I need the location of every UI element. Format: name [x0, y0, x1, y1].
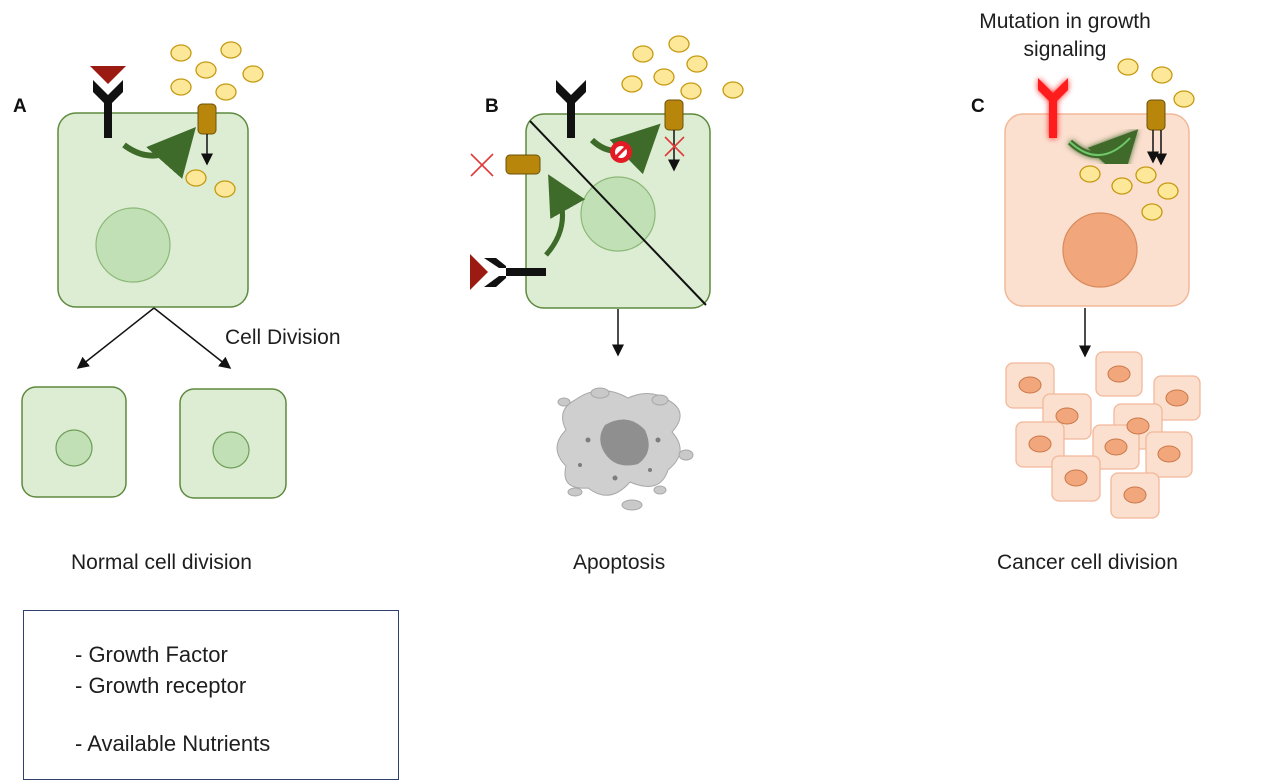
- legend-nutrients: - Available Nutrients: [75, 731, 271, 756]
- nutrient-channel-icon: [664, 99, 684, 131]
- cancer-cell-cluster: [1005, 351, 1201, 519]
- nutrient-channel-icon: [197, 103, 217, 135]
- division-arrow-right: [153, 307, 232, 369]
- caption-normal: Normal cell division: [71, 551, 252, 574]
- signal-arrow-icon: [122, 127, 196, 179]
- cancer-cell-nuclei: [1018, 365, 1189, 504]
- caption-apoptosis: Apoptosis: [573, 551, 666, 574]
- panel-letter-c: C: [971, 96, 985, 117]
- nutrients-outside: [1117, 58, 1195, 108]
- block-icon: [610, 141, 632, 163]
- growth-receptor-icon: [556, 80, 586, 138]
- legend-growth-factor: - Growth Factor: [75, 642, 228, 667]
- cancer-cell: [1004, 113, 1190, 307]
- apoptotic-cell-icon: [556, 387, 694, 511]
- mutation-title-line1: Mutation in growth: [979, 10, 1151, 33]
- panel-letter-a: A: [13, 96, 27, 117]
- cross-icon: [664, 136, 685, 157]
- strike-line: [529, 120, 707, 306]
- nutrients-inside: [185, 169, 236, 198]
- panel-a: [21, 41, 287, 499]
- nucleus: [212, 431, 250, 469]
- growth-receptor-icon: [93, 80, 123, 138]
- nucleus: [95, 207, 171, 283]
- normal-cell: [57, 112, 249, 308]
- legend-growth-receptor: - Growth receptor: [75, 673, 247, 698]
- division-arrow-left: [76, 307, 155, 369]
- caption-cancer: Cancer cell division: [997, 551, 1178, 574]
- growth-factor-icon: [470, 254, 488, 290]
- mutation-title-line2: signaling: [1023, 38, 1107, 61]
- cell-division-label: Cell Division: [225, 326, 341, 349]
- cancer-nucleus: [1062, 212, 1138, 288]
- signal-arrow-icon: [544, 174, 586, 257]
- nutrients-inside: [1079, 165, 1179, 221]
- growth-receptor-icon: [484, 258, 546, 287]
- nutrients-outside: [621, 35, 744, 100]
- nutrient-channel-icon: [505, 154, 541, 175]
- nutrient-channel-icon: [1146, 99, 1166, 131]
- panel-letter-b: B: [485, 96, 499, 117]
- growth-factor-icon: [90, 66, 126, 84]
- mutation-title: Mutation in growth signaling: [940, 8, 1190, 64]
- mutant-receptor-icon: [1038, 78, 1068, 138]
- legend-box: - Growth Factor - Growth receptor - Avai…: [23, 610, 399, 780]
- cross-icon: [470, 153, 494, 177]
- nucleus: [55, 429, 93, 467]
- nutrients-outside: [170, 41, 264, 101]
- panel-c: [1004, 58, 1201, 519]
- panel-b: [470, 35, 744, 511]
